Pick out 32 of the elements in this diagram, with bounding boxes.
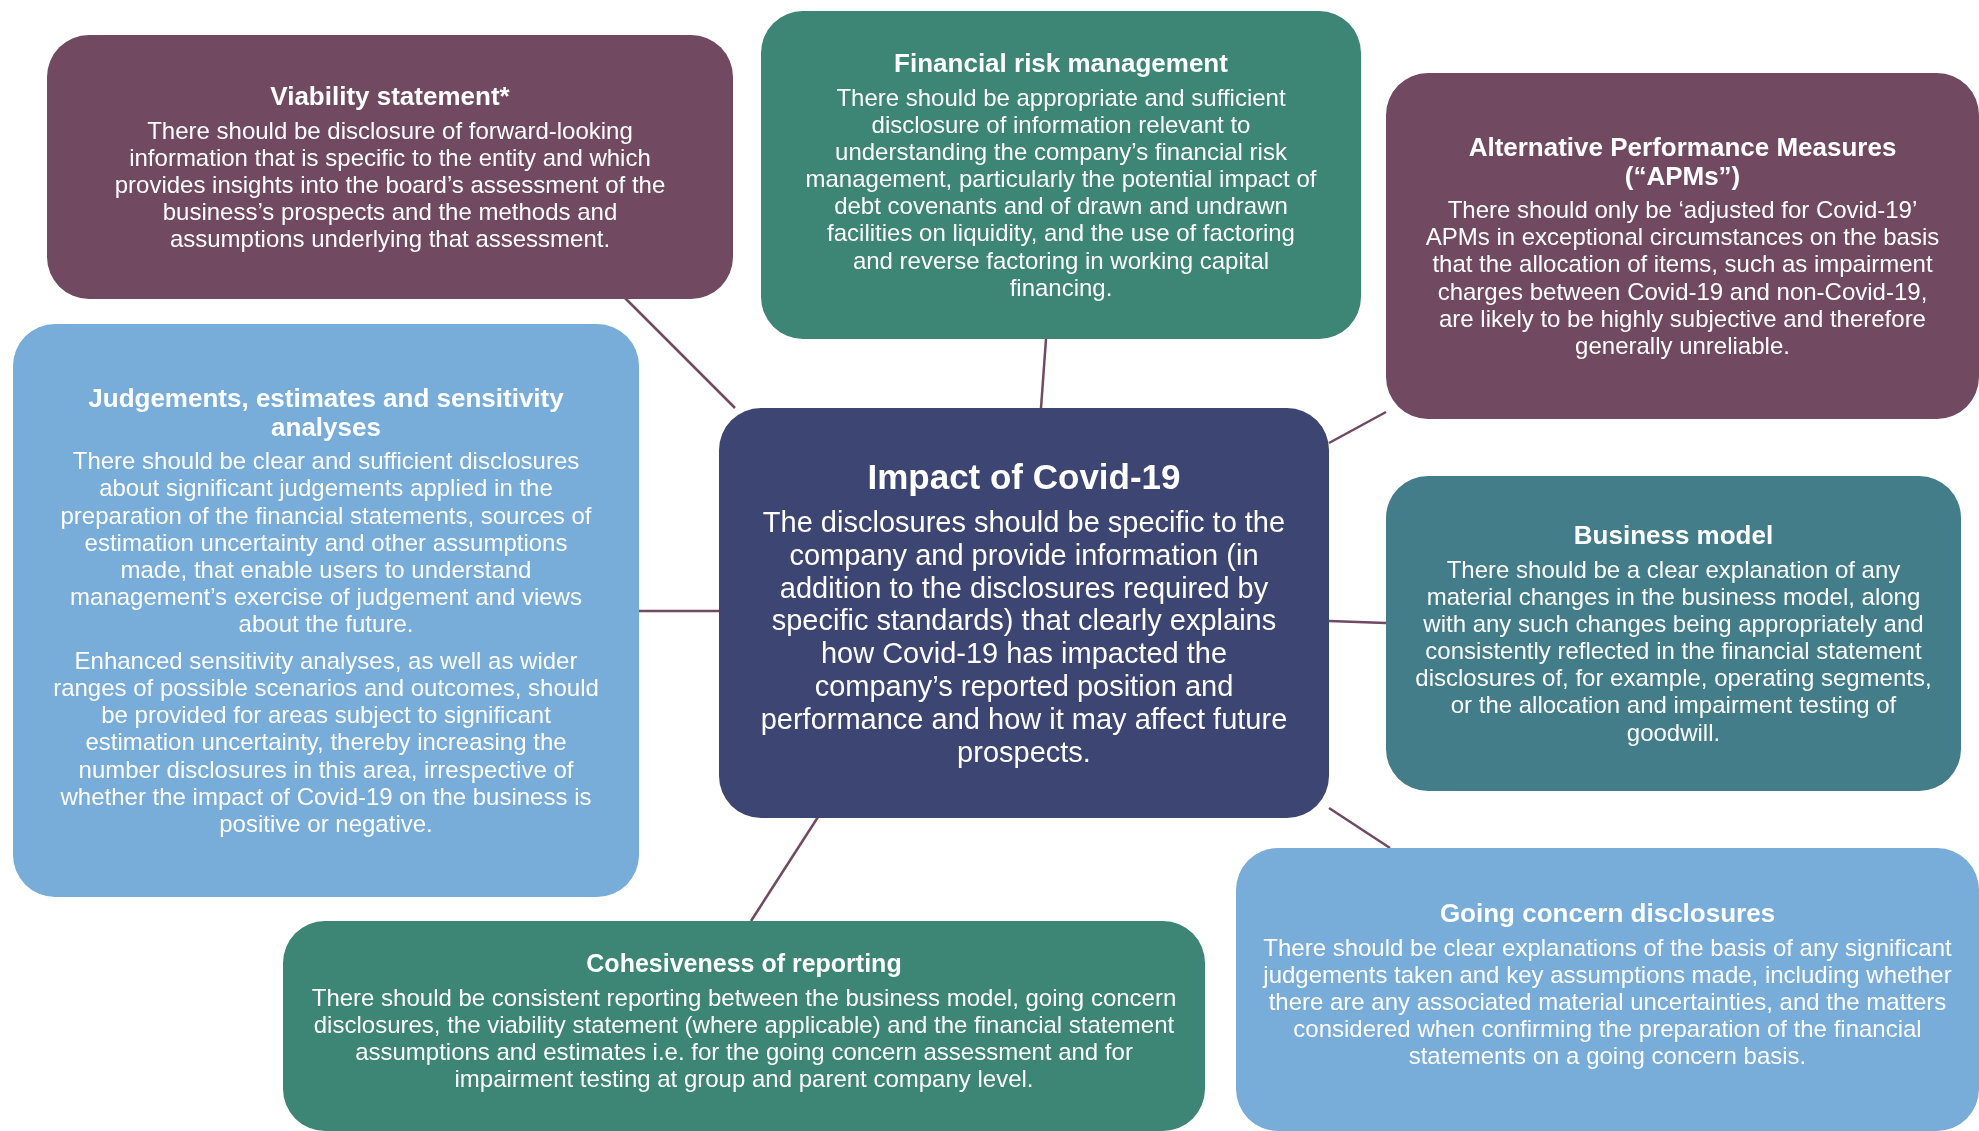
- connector-line: [624, 297, 736, 409]
- card-text: The disclosures should be specific to the company and provide information (in addition to the disclosures required by specific standards) that clearly explains how Covid-19 has impacted the company’s reported position and performance and how it may affect future prospects.: [759, 506, 1289, 769]
- topic-card: [761, 11, 1361, 339]
- card-heading: Impact of Covid-19: [867, 457, 1181, 497]
- card-heading: Judgements, estimates and sensitivity analyses: [87, 384, 565, 442]
- topic-card: [1386, 476, 1961, 791]
- card-text: There should be a clear explanation of any material changes in the business model, along with any such changes being appropriately and consistently reflected in the financial statement disclosures of, for example, operating segments, or the allocation and impairment testing of goodwill.: [1414, 555, 1933, 746]
- card-heading: Viability statement*: [270, 81, 510, 111]
- card-heading: Cohesiveness of reporting: [586, 950, 902, 978]
- card-text: There should be clear explanations of the basis of any significant judgements taken and key assumptions made, including whether there are any associated material uncertainties, and the matters considered when confirming the preparation of the financial statements on a going concern basis.: [1261, 934, 1953, 1070]
- connector-line: [749, 816, 820, 922]
- card-text: Enhanced sensitivity analyses, as well as wider ranges of possible scenarios and outcomes, should be provided for areas subject to significant estimation uncertainty, thereby increasing the number disclosures in this area, irrespective of whether the impact of Covid-19 on the business is positive or negative.: [52, 647, 600, 837]
- topic-card: [13, 324, 639, 897]
- topic-card: [719, 408, 1329, 818]
- connector-line: [639, 609, 719, 613]
- connector-line: [1328, 806, 1391, 850]
- card-text: There should be disclosure of forward-looking information that is specific to the entity and which provides insights into the board’s assessment of the business’s prospects and the methods and assumptions underlying that assessment.: [113, 116, 667, 253]
- connector-line: [1039, 338, 1048, 409]
- topic-card: [1236, 848, 1979, 1131]
- card-heading: Alternative Performance Measures (“APMs”): [1467, 133, 1898, 191]
- card-text: There should be consistent reporting between the business model, going concern disclosures, the viability statement (where applicable) and the financial statement assumptions and estimates i.e. for the going concern assessment and for impairment testing at group and parent company level.: [310, 983, 1178, 1092]
- card-heading: Going concern disclosures: [1439, 899, 1776, 928]
- card-heading: Financial risk management: [894, 49, 1228, 78]
- card-text: There should only be ‘adjusted for Covid-19’ APMs in exceptional circumstances on the basis that the allocation of items, such as impairment charges between Covid-19 and non-Covid-19, are likely to be highly subjective and therefore generally unreliable.: [1424, 196, 1941, 359]
- connector-line: [1328, 619, 1387, 625]
- topic-card: [47, 35, 733, 299]
- card-text: There should be appropriate and sufficient disclosure of information relevant to understanding the company’s financial risk management, particularly the potential impact of debt covenants and of drawn and undrawn facilities on liquidity, and the use of factoring and reverse factoring in working capital financing.: [805, 83, 1317, 301]
- topic-card: [1386, 73, 1979, 419]
- card-heading: Business model: [1573, 521, 1774, 550]
- card-text: There should be clear and sufficient disclosures about significant judgements applied in the preparation of the financial statements, sources of estimation uncertainty and other assumptions made, that enable users to understand management’s exercise of judgement and views about the future.: [59, 447, 593, 638]
- connector-line: [1328, 410, 1387, 445]
- topic-card: [283, 921, 1205, 1131]
